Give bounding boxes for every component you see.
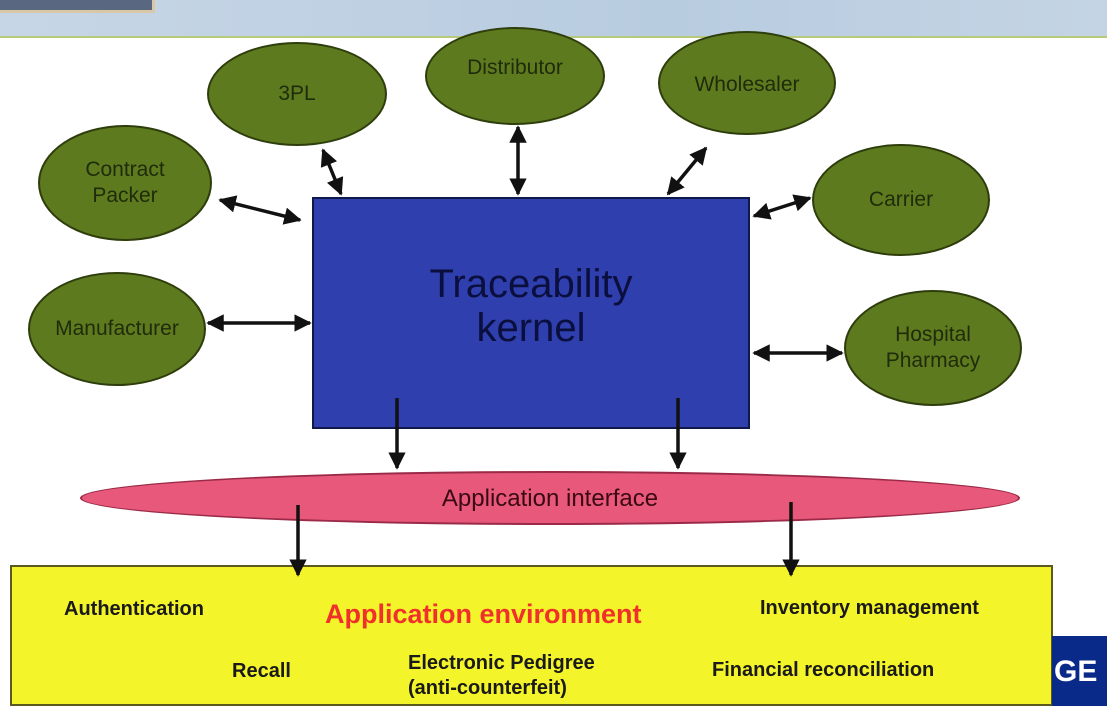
node-hospital-pharmacy: Hospital Pharmacy: [844, 290, 1022, 406]
arrow-contract-packer-kernel: [218, 195, 302, 225]
application-environment-title: Application environment: [325, 599, 642, 629]
application-interface-label: Application interface: [441, 485, 659, 512]
env-financial-reconciliation: Financial reconciliation: [712, 659, 935, 681]
env-authentication: Authentication: [64, 598, 204, 620]
node-wholesaler: Wholesaler: [658, 31, 836, 135]
env-inventory-management: Inventory management: [760, 597, 979, 619]
application-environment-box: [10, 565, 1053, 706]
traceability-kernel-box: [312, 197, 750, 429]
arrow-carrier-kernel: [752, 194, 812, 220]
arrow-wholesaler-kernel: [666, 146, 708, 196]
node-3pl: 3PL: [207, 42, 387, 146]
arrow-3pl-kernel: [320, 148, 344, 196]
node-contract-packer: Contract Packer: [38, 125, 212, 241]
node-distributor: Distributor: [425, 27, 605, 125]
header-photo: [0, 0, 155, 13]
env-electronic-pedigree: Electronic Pedigree (anti-counterfeit): [408, 652, 595, 699]
logo-fragment: GE: [1052, 636, 1107, 706]
kernel-title: Traceability kernel: [429, 262, 633, 350]
application-interface-ellipse: [80, 471, 1020, 525]
node-carrier: Carrier: [812, 144, 990, 256]
logo-text: GE: [1054, 655, 1098, 688]
node-manufacturer: Manufacturer: [28, 272, 206, 386]
env-recall: Recall: [232, 660, 291, 682]
